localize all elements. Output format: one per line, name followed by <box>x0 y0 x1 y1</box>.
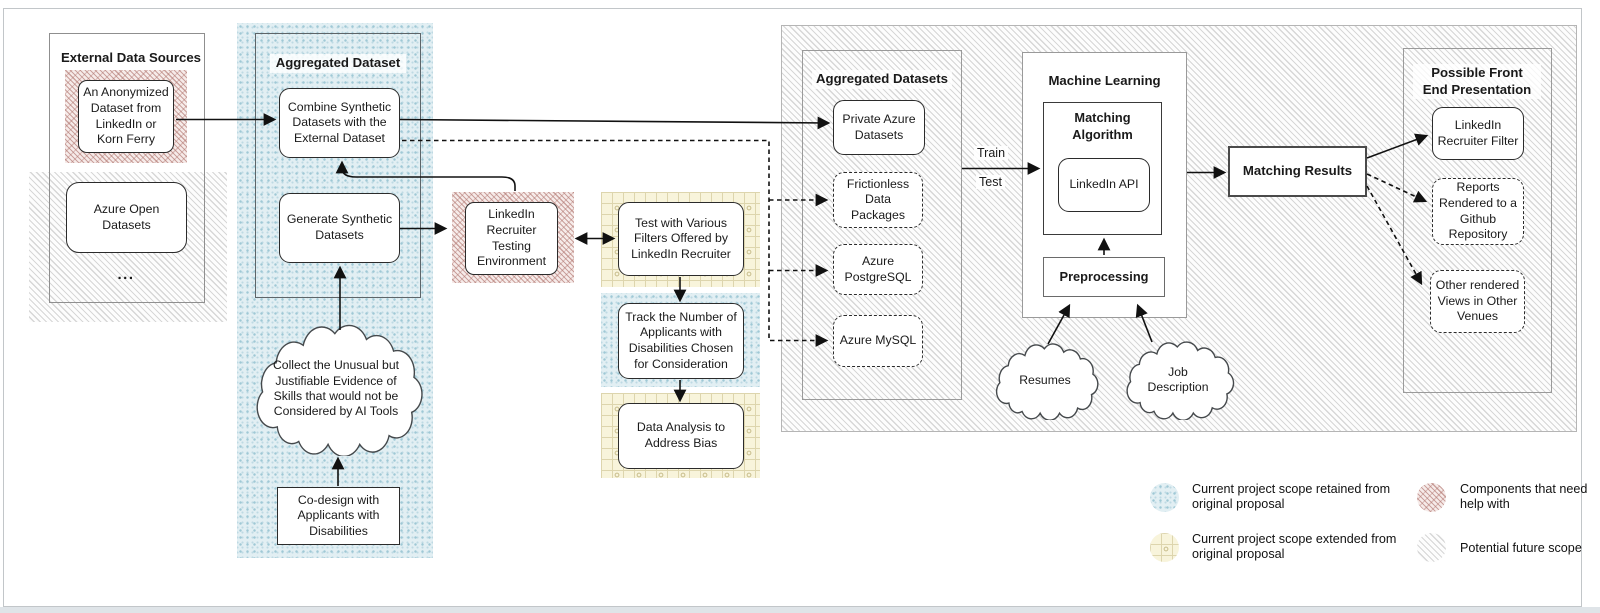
legend-gray-hatch-swatch <box>1417 533 1446 562</box>
group-title-front-end: Possible Front End Presentation <box>1413 64 1541 99</box>
node-azure-postgresql: Azure PostgreSQL <box>833 244 923 295</box>
edge-label-train: Train <box>974 146 1009 160</box>
node-linkedin-api: LinkedIn API <box>1058 158 1150 212</box>
node-track-applicants: Track the Number of Applicants with Disa… <box>618 303 744 379</box>
group-title-aggregated-datasets: Aggregated Datasets <box>812 70 952 89</box>
node-lrte: LinkedIn Recruiter Testing Environment <box>465 202 558 275</box>
node-data-analysis: Data Analysis to Address Bias <box>618 403 744 469</box>
legend-yellow-grid-swatch <box>1150 533 1179 562</box>
edge-label-test: Test <box>976 175 1005 189</box>
node-generate-synthetic: Generate Synthetic Datasets <box>279 193 400 263</box>
cloud-label: Collect the Unusual but Justifiable Evid… <box>272 358 399 419</box>
group-external-data-sources <box>49 33 205 303</box>
cloud-label: Resumes <box>1019 373 1071 388</box>
cloud-shape <box>986 342 1104 420</box>
node-test-filters: Test with Various Filters Offered by Lin… <box>618 202 744 276</box>
node-resumes-cloud: Resumes <box>986 342 1104 420</box>
node-azure-open-datasets: Azure Open Datasets <box>66 182 187 253</box>
legend-label-extended: Current project scope extended from orig… <box>1192 532 1397 562</box>
legend-label-retained: Current project scope retained from orig… <box>1192 482 1391 512</box>
cloud-label: Job Description <box>1147 364 1209 394</box>
page-border <box>3 8 1582 607</box>
node-frictionless: Frictionless Data Packages <box>833 172 923 228</box>
cloud-shape <box>1116 340 1240 420</box>
node-azure-mysql: Azure MySQL <box>833 315 923 367</box>
node-collect-evidence-cloud: Collect the Unusual but Justifiable Evid… <box>240 322 432 456</box>
ellipsis-more-sources: ... <box>117 266 135 283</box>
node-other-views: Other rendered Views in Other Venues <box>1430 270 1525 333</box>
node-combine-synthetic: Combine Synthetic Datasets with the Exte… <box>279 88 400 158</box>
node-matching-results: Matching Results <box>1228 146 1367 197</box>
node-private-azure: Private Azure Datasets <box>833 100 925 155</box>
legend-blue-dots-swatch <box>1150 483 1179 512</box>
node-anonymized-dataset: An Anonymized Dataset from LinkedIn or K… <box>78 80 174 153</box>
legend-label-help-needed: Components that need help with <box>1460 482 1588 512</box>
matching-algorithm-label: Matching Algorithm <box>1072 110 1133 142</box>
node-job-description-cloud: Job Description <box>1116 340 1240 420</box>
node-reports-github: Reports Rendered to a Github Repository <box>1432 178 1524 245</box>
bottom-strip <box>0 607 1600 613</box>
node-linkedin-recruiter-filter: LinkedIn Recruiter Filter <box>1432 107 1524 160</box>
group-title-aggregated-dataset: Aggregated Dataset <box>270 54 406 73</box>
group-title-machine-learning: Machine Learning <box>1037 72 1172 91</box>
node-preprocessing: Preprocessing <box>1043 257 1165 297</box>
group-title-external: External Data Sources <box>57 49 201 68</box>
legend-label-future-scope: Potential future scope <box>1460 541 1582 555</box>
node-codesign: Co-design with Applicants with Disabilit… <box>277 487 400 545</box>
cloud-shape <box>240 322 432 456</box>
legend-red-hatch-swatch <box>1417 483 1446 512</box>
